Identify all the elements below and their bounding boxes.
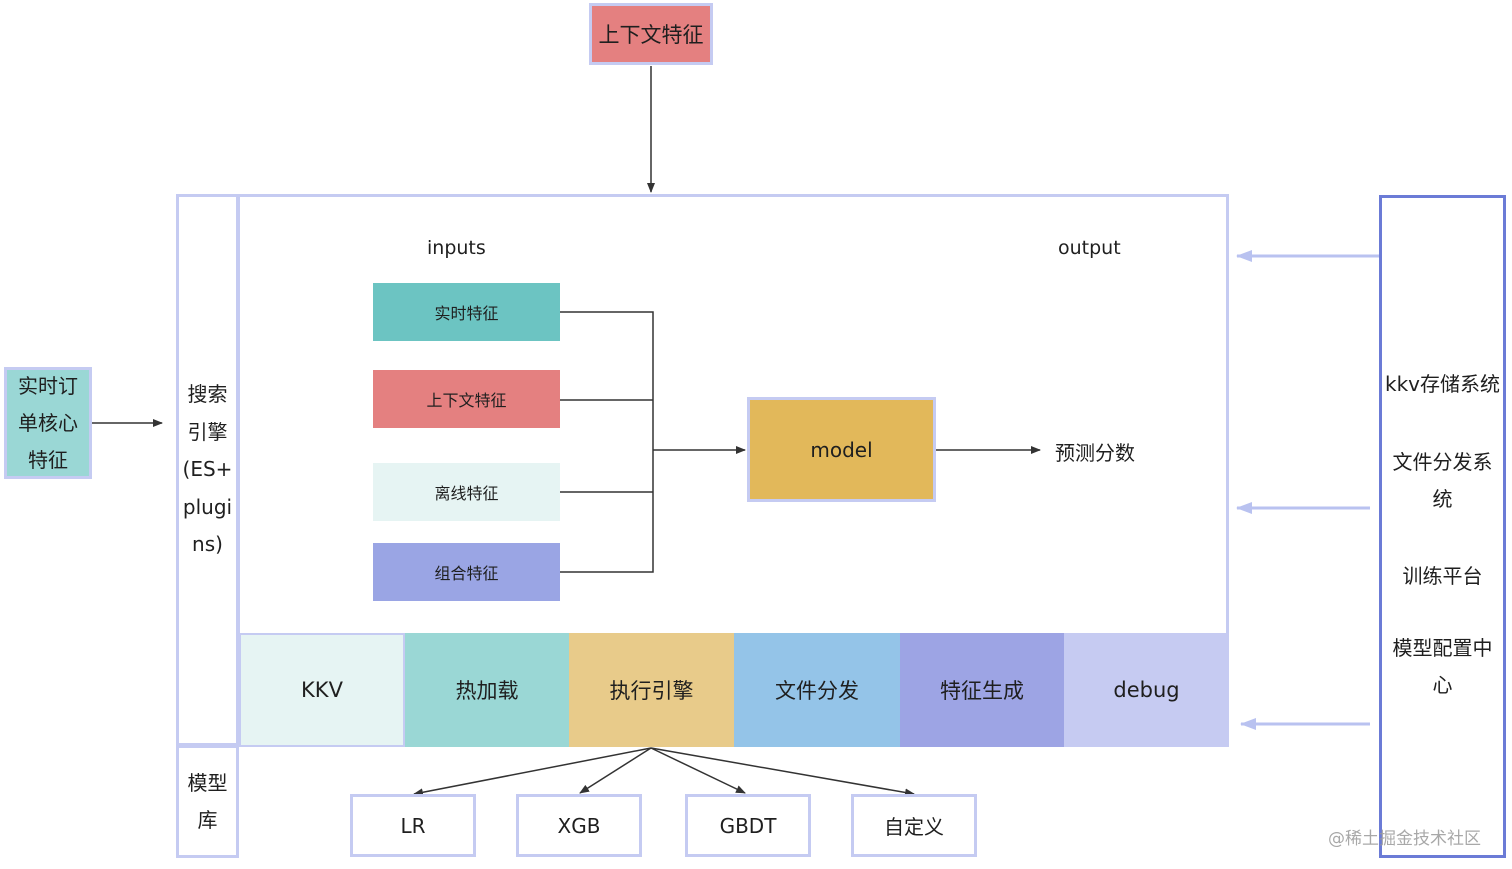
watermark: @稀土掘金技术社区 — [1328, 829, 1481, 849]
search-engine-line: plugi — [182, 494, 233, 519]
feature-realtime-box: 实时特征 — [373, 283, 560, 341]
module-feature-generation: 特征生成 — [900, 633, 1064, 747]
search-engine-line: 搜索 — [187, 382, 228, 407]
right-system-kkv: kkv存储系统 — [1385, 371, 1500, 396]
right-system-file-distribution: 文件分发系 统 — [1379, 443, 1506, 519]
top-context-feature-box: 上下文特征 — [589, 3, 713, 65]
algo-arrow-xgb — [579, 747, 652, 794]
left-box-line: 实时订 — [18, 373, 78, 398]
module-kkv: KKV — [239, 633, 405, 747]
model-box: model — [747, 397, 936, 502]
model-repo-box: 模型 库 — [176, 745, 239, 858]
algo-arrow-lr — [413, 747, 652, 797]
right-system-model-config: 模型配置中 心 — [1379, 629, 1506, 705]
output-label: output — [1058, 237, 1121, 259]
algo-gbdt-box: GBDT — [685, 794, 811, 857]
model-repo-line: 模型 — [187, 770, 228, 795]
search-engine-line: 引擎 — [187, 419, 228, 444]
feature-context-box: 上下文特征 — [373, 370, 560, 428]
feature-offline-box: 离线特征 — [373, 463, 560, 521]
module-hot-reload: 热加载 — [405, 633, 569, 747]
right-system-line: 文件分发系 — [1392, 450, 1493, 474]
algo-custom-box: 自定义 — [851, 794, 977, 857]
feature-combined-box: 组合特征 — [373, 543, 560, 601]
algo-lr-box: LR — [350, 794, 476, 857]
main-container — [237, 194, 1229, 636]
inputs-label: inputs — [427, 237, 486, 259]
search-engine-line: (ES+ — [182, 457, 233, 482]
right-system-training: 训练平台 — [1402, 563, 1483, 588]
model-repo-line: 库 — [197, 807, 218, 832]
module-file-distribution: 文件分发 — [734, 633, 900, 747]
prediction-score-label: 预测分数 — [1055, 441, 1135, 465]
left-box-line: 单核心 — [18, 410, 78, 435]
right-system-line: 心 — [1432, 673, 1453, 697]
algo-xgb-box: XGB — [516, 794, 642, 857]
left-realtime-order-box: 实时订 单核心 特征 — [4, 367, 92, 479]
search-engine-box: 搜索 引擎 (ES+ plugi ns) — [176, 194, 239, 746]
search-engine-line: ns) — [192, 532, 223, 557]
left-box-line: 特征 — [28, 447, 68, 472]
right-systems-box — [1379, 195, 1506, 858]
algo-arrow-gbdt — [650, 747, 746, 794]
algo-arrow-custom — [650, 747, 915, 797]
right-system-line: 统 — [1432, 487, 1453, 511]
module-debug: debug — [1064, 633, 1229, 747]
feature-connector-1 — [560, 311, 654, 573]
right-system-line: 模型配置中 — [1392, 636, 1493, 660]
module-execution-engine: 执行引擎 — [569, 633, 734, 747]
